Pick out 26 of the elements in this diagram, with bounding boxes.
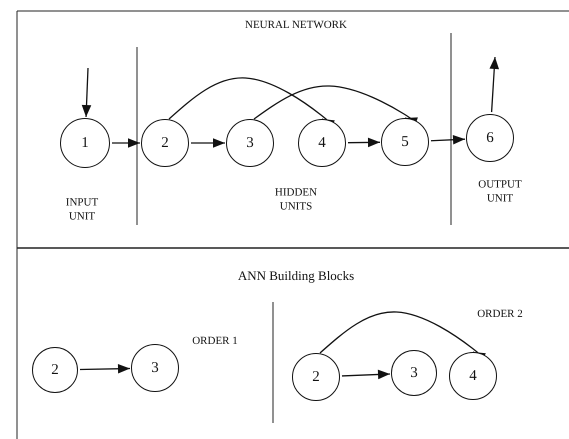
unit-circle: 3 (391, 350, 437, 396)
unit-circle: 3 (131, 344, 179, 392)
arrow (430, 134, 466, 145)
arrow (112, 138, 140, 148)
section-title: NEURAL NETWORK (245, 19, 347, 33)
unit-circle: 2 (292, 353, 340, 401)
order-label: ORDER 2 (477, 308, 523, 322)
arrow (342, 370, 390, 380)
section-title: ANN Building Blocks (238, 268, 354, 284)
unit-circle: 3 (226, 119, 274, 167)
unit-circle: 2 (141, 119, 189, 167)
unit-circle: 1 (60, 118, 110, 168)
unit-circle: 2 (32, 347, 78, 393)
unit-circle: 6 (466, 114, 514, 162)
layer-label: OUTPUT UNIT (477, 178, 523, 206)
arrow (348, 138, 380, 148)
arrow (82, 68, 92, 118)
order-label: ORDER 1 (192, 335, 238, 349)
arrow (191, 138, 225, 148)
layer-label: HIDDEN UNITS (274, 186, 318, 214)
unit-circle: 5 (381, 118, 429, 166)
layer-label: INPUT UNIT (64, 196, 100, 224)
arrow (80, 364, 130, 374)
unit-circle: 4 (449, 352, 497, 400)
arrow (489, 56, 500, 112)
unit-circle: 4 (298, 119, 346, 167)
